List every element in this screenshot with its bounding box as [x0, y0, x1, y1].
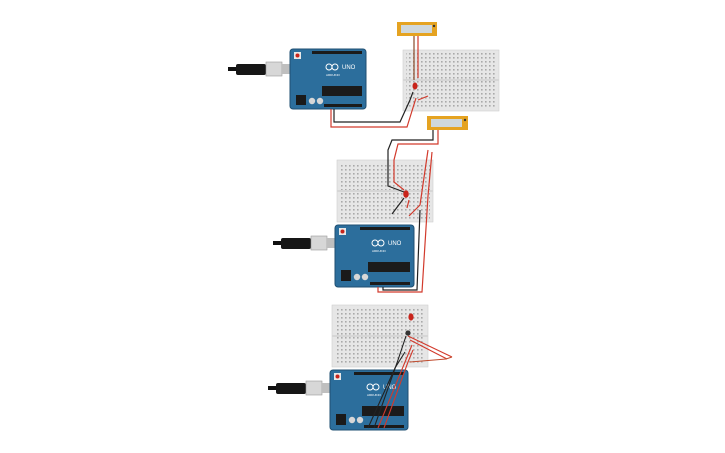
- circuit-3: UNO ARDUINO: [268, 304, 453, 431]
- brand-text: ARDUINO: [326, 73, 341, 77]
- board-label: UNO: [342, 65, 356, 71]
- led-icon[interactable]: [403, 190, 409, 198]
- circuit-1: UNO ARDUINO: [228, 22, 500, 128]
- brand-text: ARDUINO: [367, 393, 382, 397]
- wires: [377, 130, 439, 293]
- breadboard[interactable]: [402, 49, 500, 112]
- breadboard[interactable]: [331, 304, 429, 368]
- led-icon[interactable]: [408, 313, 414, 321]
- breadboard[interactable]: [336, 159, 434, 223]
- circuit-2: UNO ARDUINO: [273, 116, 468, 293]
- usb-cable-icon[interactable]: [228, 61, 294, 77]
- arduino-board[interactable]: UNO ARDUINO: [329, 369, 409, 431]
- usb-cable-icon[interactable]: [268, 380, 332, 396]
- component-knob[interactable]: [405, 330, 411, 336]
- sensor-module-icon[interactable]: [397, 22, 437, 36]
- usb-cable-icon[interactable]: [273, 235, 337, 251]
- wires: [367, 335, 453, 429]
- arduino-board[interactable]: UNO ARDUINO: [289, 48, 367, 110]
- brand-text: ARDUINO: [372, 249, 387, 253]
- arduino-board[interactable]: UNO ARDUINO: [334, 224, 415, 288]
- led-icon[interactable]: [412, 82, 418, 90]
- board-label: UNO: [383, 385, 397, 391]
- wires: [330, 36, 429, 128]
- board-label: UNO: [388, 241, 402, 247]
- sensor-module-icon[interactable]: [427, 116, 468, 130]
